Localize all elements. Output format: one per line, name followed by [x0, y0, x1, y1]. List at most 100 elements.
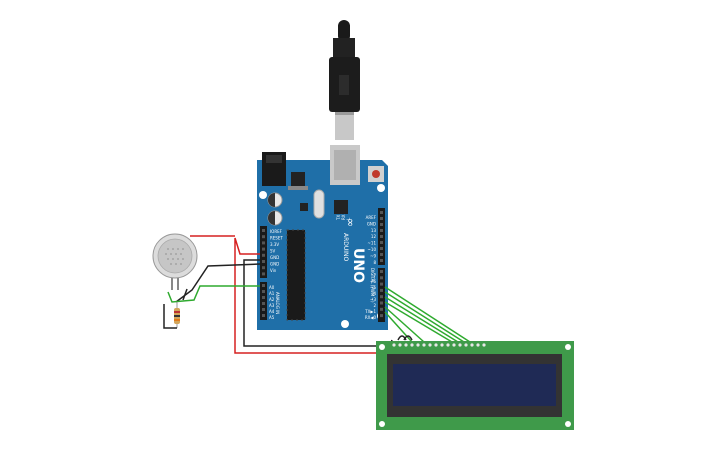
header-pin[interactable]	[380, 282, 383, 286]
lcd-pin[interactable]	[446, 343, 450, 347]
header-pin[interactable]	[262, 308, 265, 311]
header-pin[interactable]	[262, 272, 265, 276]
usb-cable-icon	[329, 20, 360, 140]
lcd-pin[interactable]	[464, 343, 468, 347]
header-pin[interactable]	[262, 253, 265, 257]
pin-label: ~6	[370, 279, 376, 284]
pin-label: Vin	[270, 268, 277, 273]
pin-label: RESET	[270, 236, 283, 241]
header-pin[interactable]	[262, 296, 265, 299]
wire-lcd-5	[384, 306, 425, 343]
lcd-pin[interactable]	[476, 343, 480, 347]
header-pin[interactable]	[380, 314, 383, 318]
led-label: RX	[341, 214, 346, 220]
pin-label: TX▶1	[364, 309, 376, 314]
pin-label: 5V	[270, 249, 276, 254]
header-pin[interactable]	[262, 247, 265, 251]
header-pin[interactable]	[262, 284, 265, 287]
header-pin[interactable]	[380, 247, 383, 250]
pin-label: A3	[269, 303, 275, 308]
pin-label: A2	[269, 297, 275, 302]
header-pin[interactable]	[380, 217, 383, 220]
pin-label: A1	[269, 291, 275, 296]
pin-label: ~9	[370, 253, 376, 258]
pin-label: ~10	[368, 247, 377, 252]
header-pin[interactable]	[262, 241, 265, 245]
header-pin[interactable]	[380, 253, 383, 256]
header-pin[interactable]	[262, 266, 265, 270]
header-pin[interactable]	[262, 290, 265, 293]
lcd-pin[interactable]	[404, 343, 408, 347]
header-pin[interactable]	[262, 235, 265, 239]
header-pin[interactable]	[262, 260, 265, 263]
lcd-pin[interactable]	[410, 343, 414, 347]
header-pin[interactable]	[380, 295, 383, 299]
board-brand: ARDUINO	[342, 233, 349, 262]
pin-label: 13	[371, 228, 377, 233]
gas-sensor-icon	[152, 233, 198, 290]
atmega-chip	[287, 230, 305, 320]
lcd-pin[interactable]	[428, 343, 432, 347]
lcd-pin[interactable]	[434, 343, 438, 347]
logo-icon: ∞	[344, 218, 357, 227]
lcd-screen	[393, 364, 556, 406]
pin-label: 12	[371, 234, 377, 239]
lcd-pin[interactable]	[482, 343, 486, 347]
pin-label: A0	[269, 285, 275, 290]
pin-label: IOREF	[270, 229, 283, 234]
pin-label: GND	[367, 221, 376, 226]
lcd-pin[interactable]	[440, 343, 444, 347]
wire-lcd-3	[384, 296, 459, 343]
wire-lcd-4	[384, 301, 453, 343]
pin-label: GND	[270, 255, 279, 260]
led-label: TX	[336, 215, 341, 221]
lcd-pin[interactable]	[398, 343, 402, 347]
header-pin[interactable]	[380, 259, 383, 262]
header-pin[interactable]	[262, 314, 265, 317]
wire-lcd-2	[384, 291, 465, 343]
wire-lcd-1	[384, 286, 471, 343]
header-pin[interactable]	[380, 211, 383, 214]
lcd-pin[interactable]	[458, 343, 462, 347]
header-pin[interactable]	[262, 229, 265, 232]
lcd-pin[interactable]	[422, 343, 426, 347]
power-header	[260, 226, 267, 278]
lcd-pin[interactable]	[416, 343, 420, 347]
analog-header	[260, 282, 267, 320]
header-pin[interactable]	[380, 301, 383, 305]
header-pin[interactable]	[380, 235, 383, 238]
pin-label: A4	[269, 309, 275, 314]
pin-label: ~3	[370, 297, 376, 302]
lcd-pin-header	[392, 343, 486, 347]
header-pin[interactable]	[380, 229, 383, 232]
lcd-pin[interactable]	[392, 343, 396, 347]
header-pin[interactable]	[380, 223, 383, 226]
header-pin[interactable]	[380, 276, 383, 280]
header-pin[interactable]	[380, 270, 383, 273]
header-pin[interactable]	[380, 307, 383, 311]
pin-label: 4	[373, 291, 376, 296]
board-model: UNO	[350, 248, 366, 283]
arduino-uno-board: ARDUINO UNO ∞ DIGITAL (PWM ~) ANALOG IN …	[257, 145, 388, 330]
digital-header-bottom	[378, 268, 385, 322]
pin-label: 8	[373, 260, 376, 265]
header-pin[interactable]	[380, 288, 383, 292]
led-label: L	[346, 217, 351, 220]
wires	[167, 235, 471, 354]
pin-label: A5	[269, 315, 275, 320]
analog-label: ANALOG IN	[275, 292, 280, 314]
pin-label: GND	[270, 262, 279, 267]
wire-green-a0	[167, 285, 260, 303]
resistor-icon	[163, 302, 180, 329]
lcd-pin[interactable]	[452, 343, 456, 347]
digital-label: DIGITAL (PWM ~)	[370, 268, 375, 303]
header-pin[interactable]	[380, 241, 383, 244]
lcd-pin[interactable]	[470, 343, 474, 347]
pin-label: RX◀0	[365, 315, 377, 320]
header-pin[interactable]	[262, 302, 265, 305]
